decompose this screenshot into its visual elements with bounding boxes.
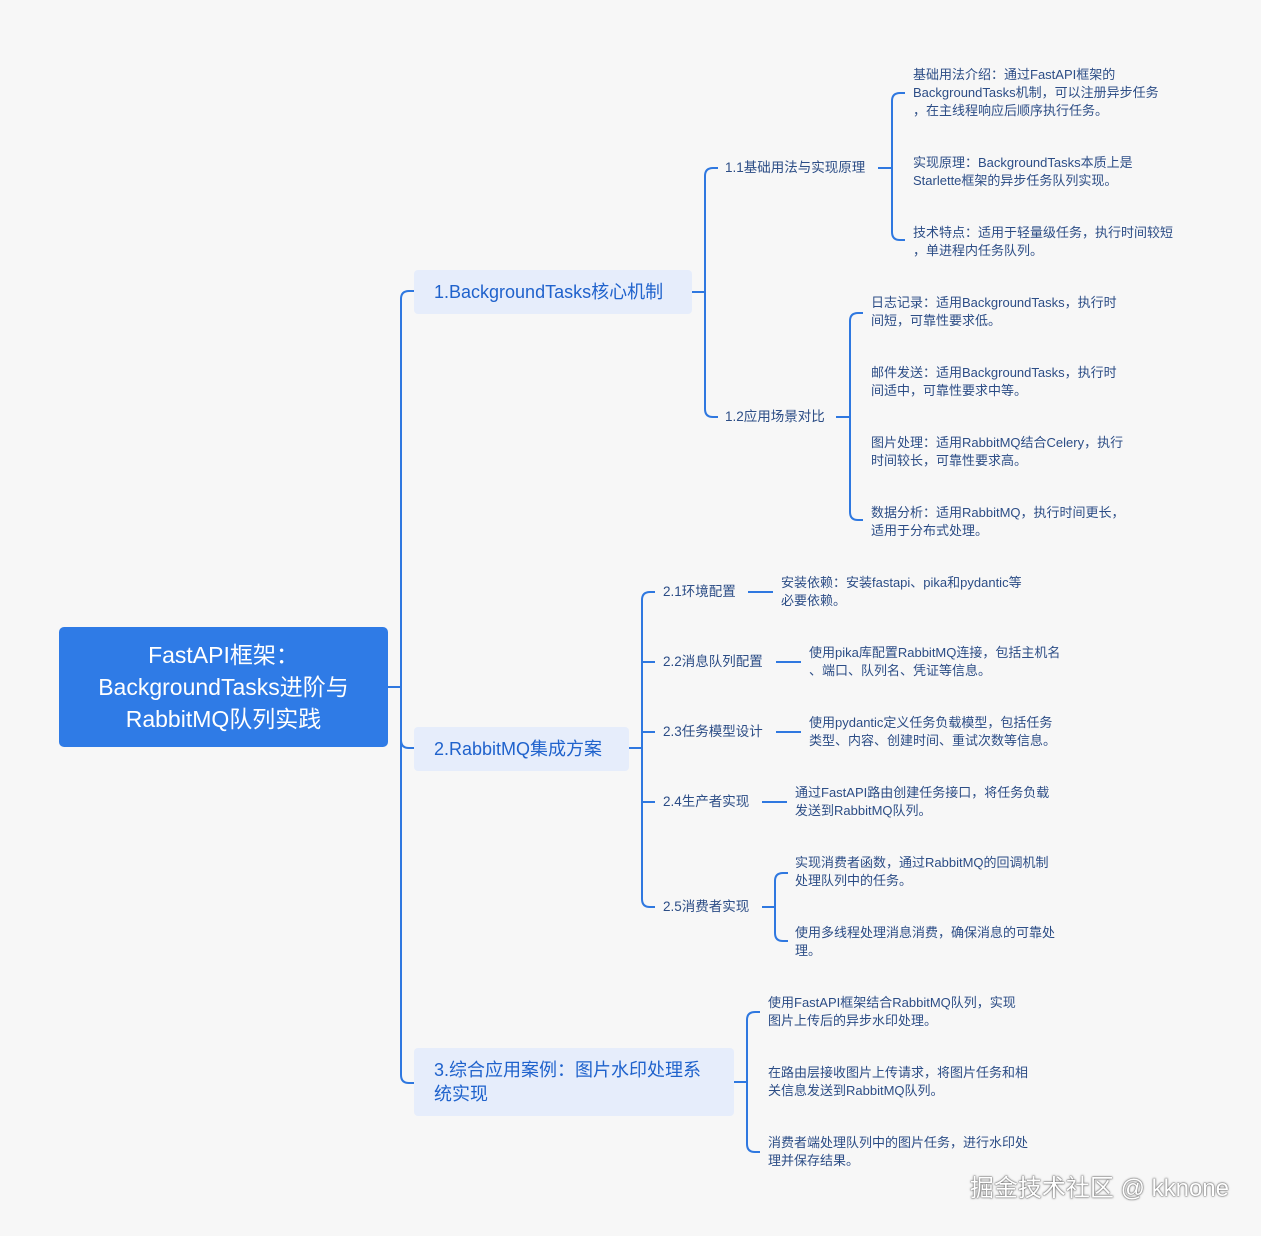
leaf-line: ，单进程内任务队列。: [913, 243, 1044, 258]
branch-rabbitmq: 2.RabbitMQ集成方案: [414, 727, 629, 771]
leaf-1-2-c: 图片处理：适用RabbitMQ结合Celery，执行 时间较长，可靠性要求高。: [871, 434, 1123, 470]
leaf-1-2-a: 日志记录：适用BackgroundTasks，执行时 间短，可靠性要求低。: [871, 294, 1117, 330]
leaf-2-5-b: 使用多线程处理消息消费，确保消息的可靠处 理。: [795, 924, 1055, 960]
leaf-1-1-b: 实现原理：BackgroundTasks本质上是 Starlette框架的异步任…: [913, 154, 1133, 190]
leaf-3-c: 消费者端处理队列中的图片任务，进行水印处 理并保存结果。: [768, 1134, 1028, 1170]
connector-branch-1: [692, 167, 718, 418]
leaf-line: 、端口、队列名、凭证等信息。: [809, 663, 992, 678]
leaf-line: 关信息发送到RabbitMQ队列。: [768, 1083, 944, 1098]
connector-branch-2: [629, 591, 655, 908]
connector-branch-3: [734, 1011, 760, 1153]
root-topic: FastAPI框架： BackgroundTasks进阶与 RabbitMQ队列…: [59, 627, 388, 747]
leaf-line: 安装依赖：安装fastapi、pika和pydantic等: [781, 575, 1022, 590]
topic-2-4: 2.4生产者实现: [663, 794, 750, 809]
topic-1-2: 1.2应用场景对比: [725, 409, 825, 424]
leaf-1-1-a: 基础用法介绍：通过FastAPI框架的 BackgroundTasks机制，可以…: [913, 66, 1159, 120]
leaf-3-a: 使用FastAPI框架结合RabbitMQ队列，实现 图片上传后的异步水印处理。: [768, 994, 1016, 1030]
leaf-line: 间适中，可靠性要求中等。: [871, 383, 1028, 398]
leaf-line: 时间较长，可靠性要求高。: [871, 453, 1028, 468]
connector-1-2: [836, 312, 863, 521]
leaf-1-2-b: 邮件发送：适用BackgroundTasks，执行时 间适中，可靠性要求中等。: [871, 364, 1117, 400]
leaf-line: 必要依赖。: [781, 593, 847, 608]
leaf-line: 实现原理：BackgroundTasks本质上是: [913, 155, 1133, 170]
branch-2-label: 2.RabbitMQ集成方案: [434, 739, 603, 759]
leaf-1-1-c: 技术特点：适用于轻量级任务，执行时间较短 ，单进程内任务队列。: [913, 224, 1173, 260]
connector-1-1: [878, 92, 905, 241]
leaf-2-1: 安装依赖：安装fastapi、pika和pydantic等 必要依赖。: [781, 574, 1022, 610]
topic-1-1: 1.1基础用法与实现原理: [725, 160, 866, 175]
root-line-3: RabbitMQ队列实践: [125, 706, 322, 732]
leaf-line: Starlette框架的异步任务队列实现。: [913, 173, 1118, 188]
leaf-line: 发送到RabbitMQ队列。: [795, 803, 932, 818]
leaf-2-4: 通过FastAPI路由创建任务接口，将任务负载 发送到RabbitMQ队列。: [795, 784, 1049, 820]
leaf-1-2-d: 数据分析：适用RabbitMQ，执行时间更长， 适用于分布式处理。: [871, 504, 1125, 540]
topic-2-3: 2.3任务模型设计: [663, 724, 763, 739]
leaf-line: 日志记录：适用BackgroundTasks，执行时: [871, 295, 1117, 310]
branch-3-label-line-2: 统实现: [434, 1084, 488, 1104]
branch-3-label-line-1: 3.综合应用案例：图片水印处理系: [434, 1060, 702, 1080]
leaf-line: 实现消费者函数，通过RabbitMQ的回调机制: [795, 855, 1049, 870]
connector-root: [388, 290, 414, 1084]
leaf-line: 邮件发送：适用BackgroundTasks，执行时: [871, 365, 1117, 380]
leaf-2-2: 使用pika库配置RabbitMQ连接，包括主机名 、端口、队列名、凭证等信息。: [809, 644, 1060, 680]
connector-2-5: [762, 872, 788, 942]
leaf-line: 使用FastAPI框架结合RabbitMQ队列，实现: [768, 995, 1016, 1010]
leaf-line: 基础用法介绍：通过FastAPI框架的: [913, 67, 1116, 82]
root-line-2: BackgroundTasks进阶与: [98, 674, 349, 700]
leaf-line: 图片上传后的异步水印处理。: [768, 1013, 938, 1028]
leaf-line: 技术特点：适用于轻量级任务，执行时间较短: [913, 225, 1174, 240]
leaf-line: BackgroundTasks机制，可以注册异步任务: [913, 85, 1159, 100]
branch-case-study: 3.综合应用案例：图片水印处理系 统实现: [414, 1048, 734, 1116]
leaf-line: 理。: [795, 943, 822, 958]
topic-2-5: 2.5消费者实现: [663, 899, 750, 914]
leaf-line: 通过FastAPI路由创建任务接口，将任务负载: [795, 785, 1050, 800]
branch-1-label: 1.BackgroundTasks核心机制: [434, 282, 664, 302]
topic-2-2: 2.2消息队列配置: [663, 654, 763, 669]
root-line-1: FastAPI框架：: [148, 642, 299, 668]
leaf-line: 间短，可靠性要求低。: [871, 313, 1002, 328]
leaf-3-b: 在路由层接收图片上传请求，将图片任务和相 关信息发送到RabbitMQ队列。: [768, 1064, 1028, 1100]
leaf-line: 处理队列中的任务。: [795, 873, 913, 888]
leaf-2-5-a: 实现消费者函数，通过RabbitMQ的回调机制 处理队列中的任务。: [795, 854, 1049, 890]
leaf-line: 在路由层接收图片上传请求，将图片任务和相: [768, 1065, 1029, 1080]
leaf-line: ，在主线程响应后顺序执行任务。: [913, 103, 1109, 118]
leaf-line: 消费者端处理队列中的图片任务，进行水印处: [768, 1135, 1029, 1150]
leaf-line: 适用于分布式处理。: [871, 523, 989, 538]
leaf-line: 使用多线程处理消息消费，确保消息的可靠处: [795, 925, 1056, 940]
leaf-line: 图片处理：适用RabbitMQ结合Celery，执行: [871, 435, 1124, 450]
leaf-line: 类型、内容、创建时间、重试次数等信息。: [809, 733, 1057, 748]
leaf-2-3: 使用pydantic定义任务负载模型，包括任务 类型、内容、创建时间、重试次数等…: [809, 714, 1056, 750]
leaf-line: 使用pydantic定义任务负载模型，包括任务: [809, 715, 1053, 730]
leaf-line: 使用pika库配置RabbitMQ连接，包括主机名: [809, 645, 1061, 660]
leaf-line: 数据分析：适用RabbitMQ，执行时间更长，: [871, 505, 1125, 520]
leaf-line: 理并保存结果。: [768, 1153, 860, 1168]
topic-2-1: 2.1环境配置: [663, 584, 736, 599]
branch-backgroundtasks: 1.BackgroundTasks核心机制: [414, 270, 692, 314]
watermark: 掘金技术社区 @ kknone: [969, 1175, 1229, 1202]
